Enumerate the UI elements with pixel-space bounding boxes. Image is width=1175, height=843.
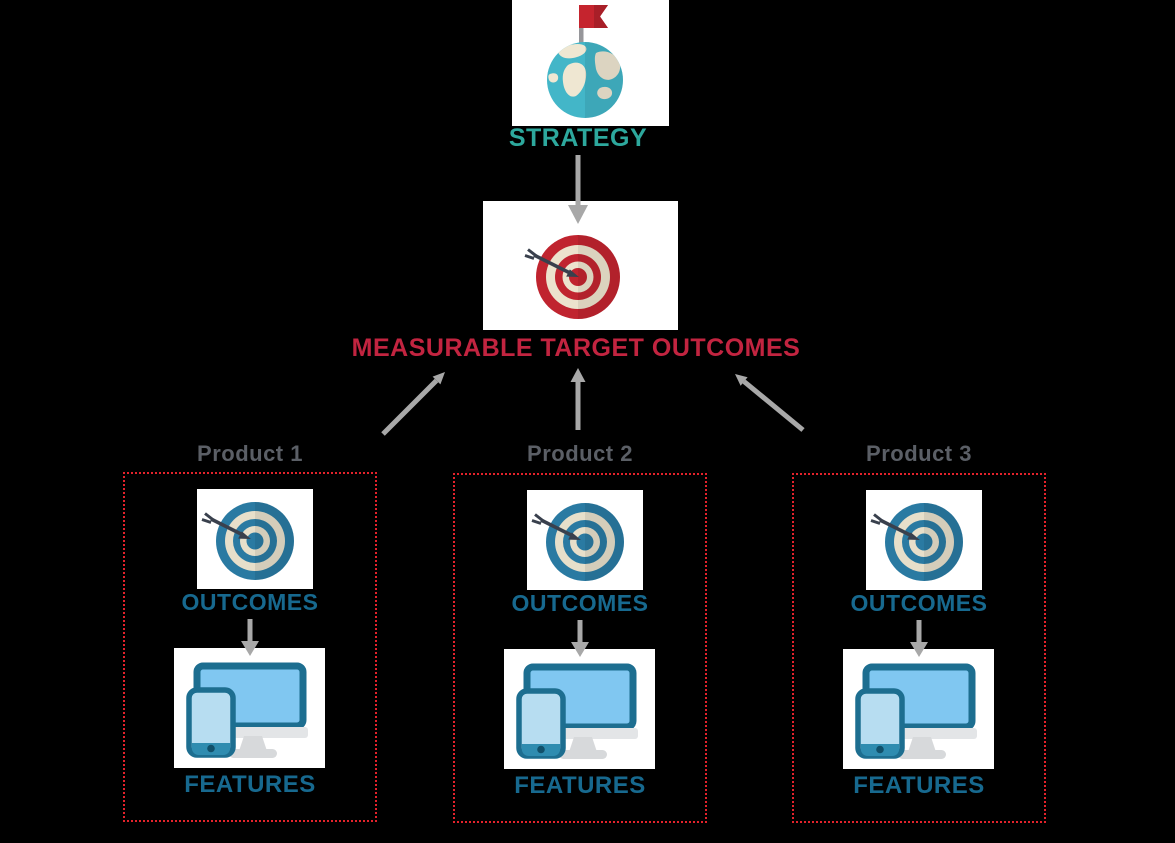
red-bullseye-dart-icon: [524, 235, 620, 319]
product-1-box: OUTCOMES FEATURES: [123, 472, 377, 822]
product-1-outcomes-to-features-arrow-icon: [241, 619, 259, 656]
product-3-outcomes-label: OUTCOMES: [850, 590, 988, 616]
blue-target-icon: [531, 503, 624, 581]
strategy-label: STRATEGY: [508, 124, 648, 152]
strategy-icon-box: [512, 0, 669, 126]
product-1-outcomes-label: OUTCOMES: [181, 589, 319, 615]
product-1-outcomes-icon-box: [197, 489, 313, 589]
product2-up-arrow-icon: [570, 368, 586, 430]
product-2-features-label: FEATURES: [514, 772, 646, 799]
measurable-target-outcomes-label: MEASURABLE TARGET OUTCOMES: [351, 334, 801, 362]
product-2-outcomes-icon-box: [527, 490, 643, 590]
product-2-outcomes-label: OUTCOMES: [511, 590, 649, 616]
product3-up-arrow-icon: [735, 374, 805, 432]
devices-icon: [186, 662, 308, 758]
devices-icon: [516, 663, 638, 759]
product-2-outcomes-to-features-arrow-icon: [571, 620, 589, 657]
product-1-label: Product 1: [197, 441, 303, 466]
product1-up-arrow-icon: [381, 372, 445, 436]
product-2-label: Product 2: [527, 441, 633, 466]
blue-target-icon: [201, 502, 294, 580]
product-3-label: Product 3: [866, 441, 972, 466]
blue-target-icon: [870, 503, 963, 581]
globe-flag-icon: [547, 5, 623, 118]
strategy-to-target-arrow-icon: [568, 155, 588, 224]
target-outcomes-icon-box: [483, 201, 678, 330]
product-3-features-label: FEATURES: [853, 772, 985, 799]
product-3-outcomes-icon-box: [866, 490, 982, 590]
product-1-features-label: FEATURES: [184, 771, 316, 798]
product-3-features-icon-box: [843, 649, 994, 769]
product-1-features-icon-box: [174, 648, 325, 768]
product-2-features-icon-box: [504, 649, 655, 769]
product-3-outcomes-to-features-arrow-icon: [910, 620, 928, 657]
devices-icon: [855, 663, 977, 759]
product-2-box: OUTCOMES FEATURES: [453, 473, 707, 823]
product-3-box: OUTCOMES FEATURES: [792, 473, 1046, 823]
